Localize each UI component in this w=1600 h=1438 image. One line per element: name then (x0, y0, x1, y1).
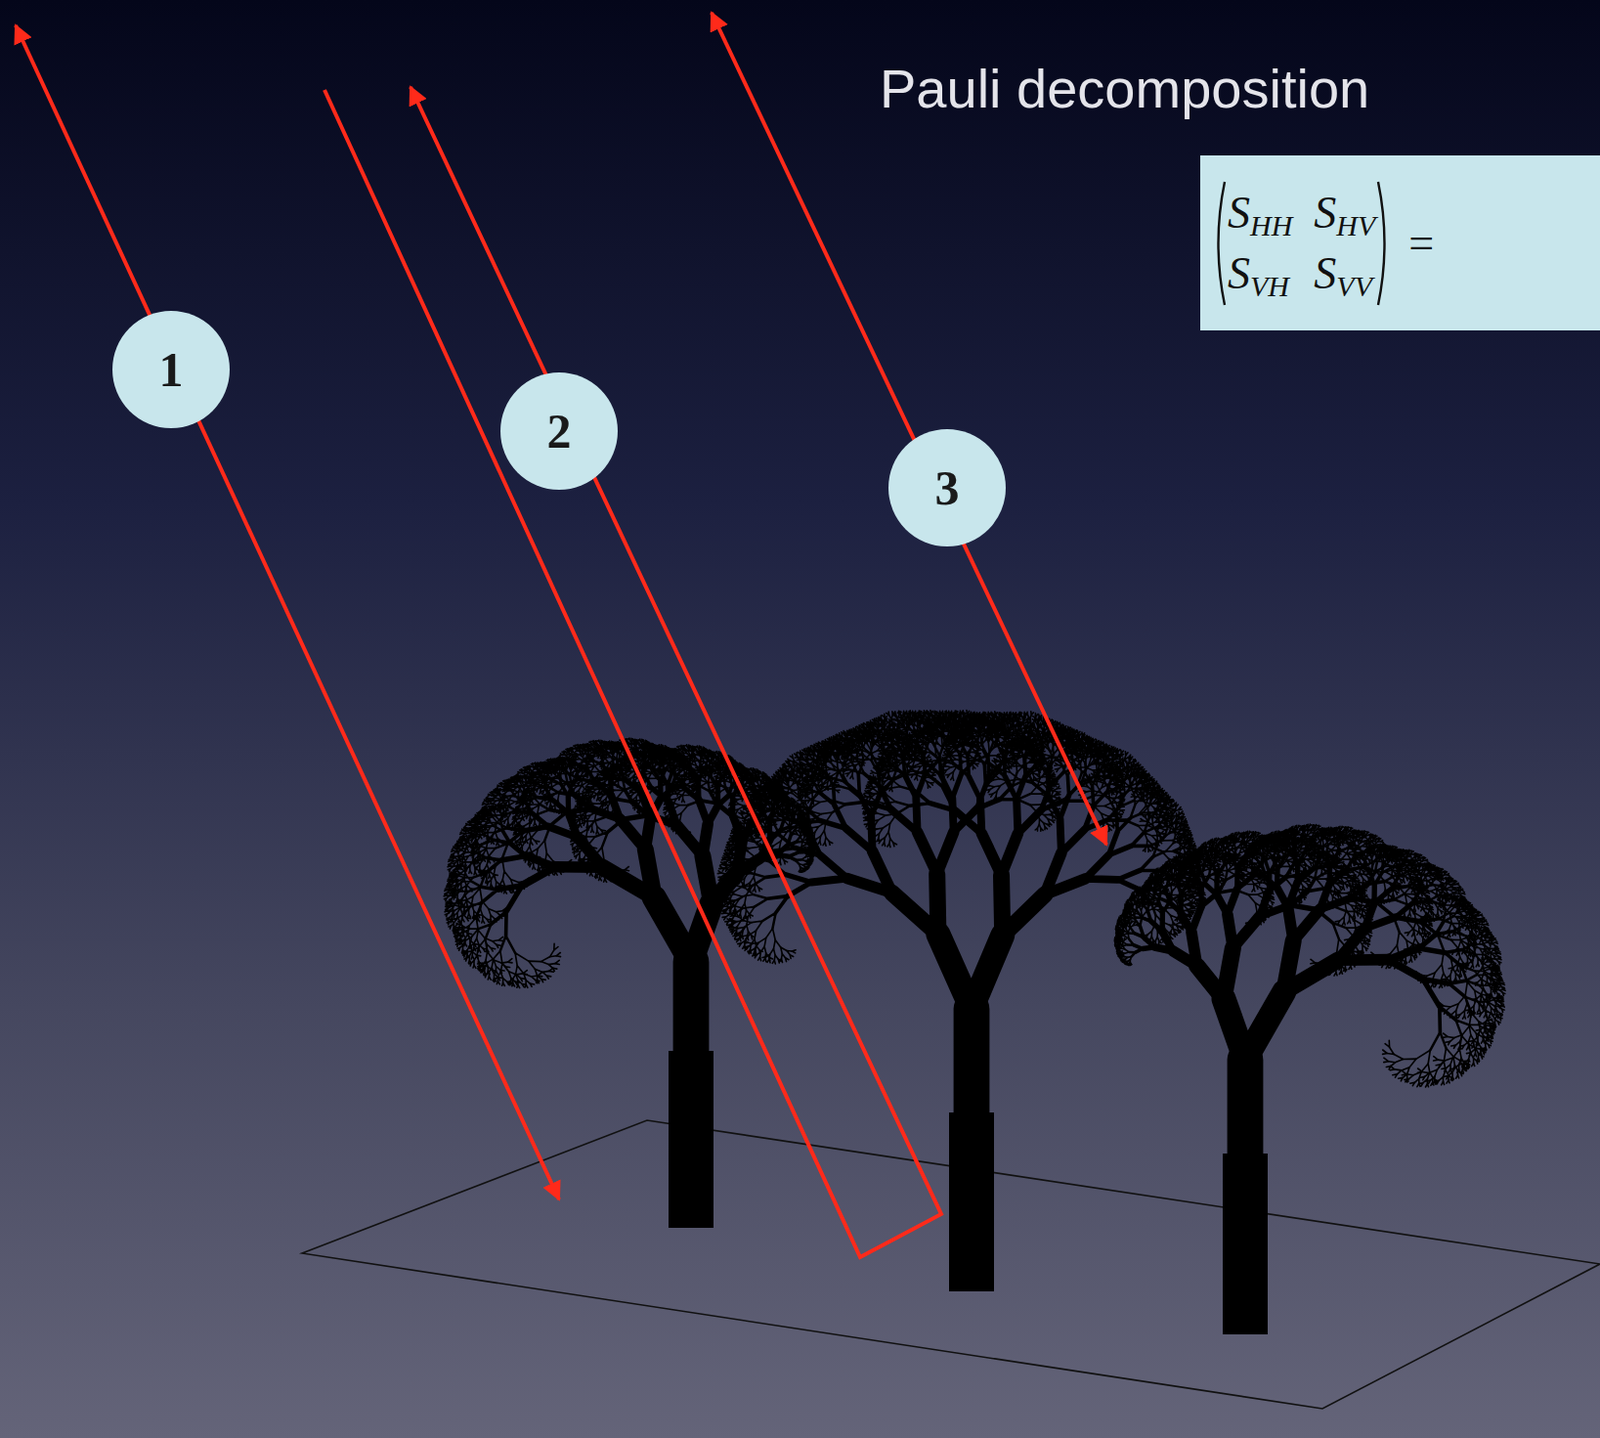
tree-branches (1227, 1059, 1264, 1158)
matrix-entry: SHV (1313, 190, 1376, 236)
symbol: S (1313, 248, 1337, 299)
callout-circle: 3 (888, 429, 1006, 547)
tree-branches (953, 1008, 991, 1117)
matrix-entry: SHH (1227, 190, 1293, 236)
matrix-entry: SVV (1313, 251, 1376, 297)
symbol: S (1313, 187, 1337, 238)
tree-trunk (949, 1112, 995, 1292)
matrix-entry: SVH (1227, 251, 1293, 297)
tree-branches (653, 897, 712, 962)
scatter-ray (15, 25, 560, 1200)
subscript: HV (1336, 209, 1376, 242)
tree-branches (1223, 992, 1285, 1060)
equation-box: SHHSHVSVHSVV= (1200, 155, 1600, 331)
callout-circle: 1 (112, 310, 230, 429)
tree-branches (811, 798, 1118, 883)
callout-number: 3 (935, 463, 960, 513)
scatter-ray (711, 12, 1107, 845)
tree-branches (847, 831, 1086, 895)
subscript: VV (1336, 269, 1373, 303)
tree-branches (673, 961, 710, 1055)
callout-number: 1 (159, 345, 184, 394)
callout-number: 2 (547, 406, 572, 456)
equals-sign: = (1408, 216, 1434, 269)
matrix-bracket (1210, 179, 1228, 307)
tree-branches (938, 934, 1003, 1009)
tree-branches (1114, 823, 1506, 1087)
matrix-bracket (1375, 179, 1393, 307)
subscript: HH (1250, 209, 1293, 242)
subscript: VH (1250, 269, 1290, 303)
symbol: S (1227, 187, 1251, 238)
slide-title: Pauli decomposition (879, 56, 1370, 121)
fractal-trees (443, 710, 1506, 1336)
tree-trunk (1222, 1153, 1268, 1335)
tree-branches (892, 873, 1045, 936)
double-bounce-ray (324, 86, 942, 1257)
tree-trunk (668, 1050, 714, 1228)
callout-circle: 2 (500, 372, 618, 490)
symbol: S (1227, 248, 1251, 299)
matrix: SHHSHVSVHSVV (1227, 190, 1376, 297)
